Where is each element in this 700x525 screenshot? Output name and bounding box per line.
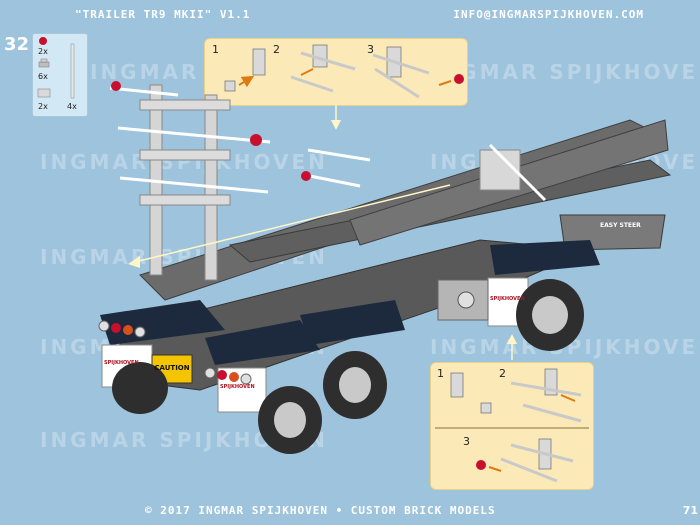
watermark: INGMAR SPIJKHOVEN [430,335,700,359]
parts-list: 2x 6x 2x 4x [32,33,88,117]
watermark: INGMAR SPIJKHOVEN [40,428,328,452]
sub-assembly-callout-top: 1 2 3 [204,38,468,106]
mudflap-brand-label: SPIJKHOVEN [490,296,525,302]
mudflap [217,367,267,413]
sub-assembly-callout-bottom: 1 2 3 [430,362,594,490]
axle-pin [109,86,179,97]
rack-crossbar [139,194,231,206]
part-qty: 2x [38,102,48,111]
contact-email: INFO@INGMARSPIJKHOVEN.COM [453,8,644,21]
steering-beam [559,214,666,251]
watermark: INGMAR SPIJKHOVEN [40,245,328,269]
tire [323,351,387,419]
axle-pin [304,173,361,188]
page-number: 71 [682,504,698,517]
document-title: "TRAILER TR9 MKII" V1.1 [75,8,251,21]
sub-step-label: 2 [273,43,280,56]
mudflap-brand-label: SPIJKHOVEN [104,360,139,366]
sub-assembly-illustration [224,44,464,99]
connector-block-icon [37,88,51,98]
sub-step-label: 1 [212,43,219,56]
axle-pin [117,126,271,144]
watermark: INGMAR SPIJKHOVEN [40,150,328,174]
sub-step-label: 3 [367,43,374,56]
axle-pin [119,176,269,194]
mudflap [487,277,529,327]
sub-assembly-illustration [435,368,589,483]
step-number: 32 [4,34,30,55]
part-qty: 2x [38,47,48,56]
bush-icon [38,61,50,68]
part-qty: 6x [38,72,48,81]
chassis-beam [139,119,662,301]
watermark: INGMAR SPIJKHOVEN [40,335,328,359]
copyright-footer: © 2017 INGMAR SPIJKHOVEN • CUSTOM BRICK … [145,504,496,517]
axle-hub [437,279,489,321]
steering-badge: EASY STEER [600,222,641,229]
watermark: INGMAR SPIJKHOVEN [430,150,700,174]
red-connector-icon [250,134,262,146]
mudflap-brand-label: SPIJKHOVEN [220,384,255,390]
caution-label: CAUTION [154,364,190,372]
axle-icon [70,43,75,99]
fender [490,240,600,275]
red-connector-icon [39,37,47,45]
part-qty: 4x [67,102,77,111]
wheel-rim [339,367,371,403]
sub-step-label: 3 [463,435,470,448]
parts-icons [37,37,75,99]
wheel-rim [532,296,568,334]
watermark: INGMAR SPIJKHOVEN [430,60,700,84]
